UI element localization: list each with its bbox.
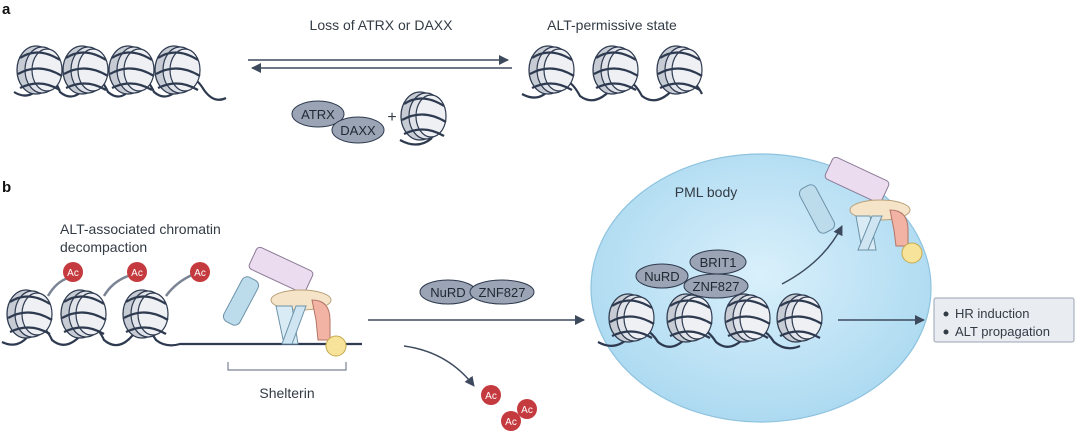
nucleosome [607,292,656,344]
acetyl-mark: Ac [127,262,147,282]
shelterin-label: Shelterin [259,385,314,401]
nucleosome [723,292,772,344]
shelterin-subunit [824,156,890,204]
outcome-box-frame [933,297,1075,343]
acetyl-label: Ac [131,268,143,279]
shelterin-release-arrow [781,225,843,285]
nucleosome [59,288,108,340]
released-acetyl: Ac Ac Ac [481,385,537,431]
shelterin-subunit [325,335,347,357]
acetyl-mark: Ac [190,262,210,282]
znf827-protein [683,273,749,299]
acetyl-label: Ac [194,268,206,279]
pml-chromatin [597,292,824,350]
atrx-daxx-complex: ATRX DAXX [291,100,385,144]
outcome-box: HR induction ALT propagation [933,297,1075,343]
histone-tail [102,274,129,297]
compact-chromatin [13,44,227,101]
decompaction-label-line2: decompaction [60,239,147,255]
nucleosome [107,44,156,96]
nucleosome [591,44,640,96]
deacetylation-arrow [403,345,475,387]
nucleosome [655,44,704,96]
znf827-protein [469,279,535,305]
nurd-protein [635,263,689,289]
daxx-protein [331,116,385,144]
acetyl-circle [517,399,537,419]
histone-tail [46,276,69,297]
dna-strand [399,137,433,146]
loss-of-atrx-daxx-label: Loss of ATRX or DAXX [310,17,454,33]
free-histone [399,90,448,146]
shelterin-bracket [227,362,347,371]
panel-b-label: b [2,179,11,196]
nucleosome [399,90,448,142]
shelterin-subunit [222,276,260,326]
shelterin-subunit [248,246,314,294]
pml-nurd-complex: NuRD BRIT1 ZNF827 [635,249,749,299]
atrx-protein [291,100,345,128]
brit1-label: BRIT1 [700,255,737,270]
alt-permissive-chromatin [521,44,704,102]
acetyl-circle [190,262,210,282]
nucleosome [5,288,54,340]
acetyl-label: Ac [505,417,517,428]
acetyl-mark: Ac [63,262,83,282]
nucleosome [121,288,170,340]
acetyl-label: Ac [485,391,497,402]
bullet-icon [943,329,949,335]
shelterin-subunit [889,209,909,247]
znf827-label: ZNF827 [479,285,526,300]
nucleosome [153,44,202,96]
atrx-label: ATRX [301,107,335,122]
shelterin-subunit [857,215,883,251]
nucleosome [665,292,714,344]
shelterin-complex [222,246,347,357]
released-shelterin [798,156,923,264]
decompaction-label-line1: ALT-associated chromatin [60,221,221,237]
shelterin-subunit [798,184,836,234]
acetyl-circle [501,411,521,431]
pml-body [590,153,932,423]
znf827-label: ZNF827 [693,279,740,294]
histone-tail [164,272,195,297]
outcome-alt-propagation: ALT propagation [955,324,1050,339]
bullet-icon [943,311,949,317]
acetyl-circle [63,262,83,282]
nucleosome [527,44,576,96]
nurd-label: NuRD [430,285,465,300]
plus-sign: + [387,109,396,126]
dna-strand [1,326,362,347]
alt-permissive-state-label: ALT-permissive state [547,17,677,33]
acetyl-label: Ac [521,405,533,416]
nucleosome [61,44,110,96]
nucleosome [15,44,64,96]
shelterin-subunit [281,305,307,345]
daxx-label: DAXX [340,123,376,138]
nurd-label: NuRD [644,269,679,284]
shelterin-subunit [311,299,331,341]
pml-body-label: PML body [675,184,738,200]
shelterin-subunit [901,242,923,264]
acetyl-label: Ac [67,268,79,279]
acetyl-circle [127,262,147,282]
acetyl-circle [481,385,501,405]
outcome-hr-induction: HR induction [955,306,1029,321]
panel-a-label: a [2,1,11,18]
nucleosome [775,292,824,344]
nurd-znf827-complex: NuRD ZNF827 [419,279,535,305]
